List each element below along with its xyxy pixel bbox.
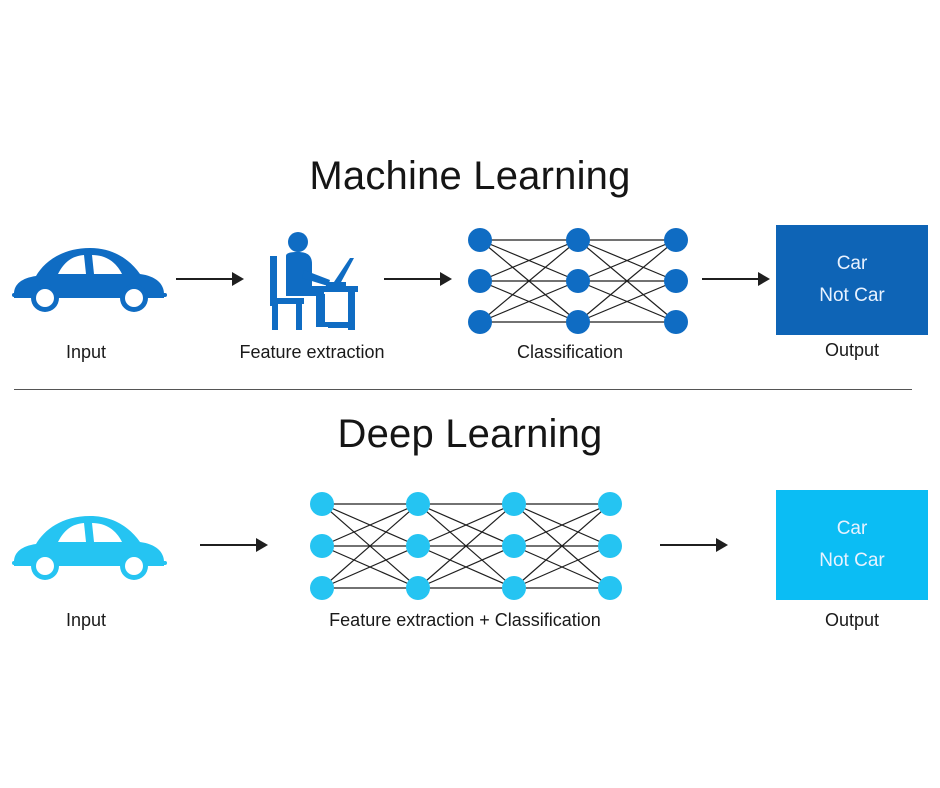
ml-arrow-1 bbox=[176, 272, 244, 286]
ml-net-edge-0-2-0 bbox=[479, 239, 579, 323]
section-divider bbox=[14, 389, 912, 390]
dl-net-edge-0-2-1 bbox=[321, 545, 419, 589]
dl-combined-network bbox=[310, 492, 622, 600]
dl-net-node-3-1 bbox=[598, 534, 622, 558]
dl-net-node-0-1 bbox=[310, 534, 334, 558]
ml-net-node-2-0 bbox=[664, 228, 688, 252]
ml-net-node-0-1 bbox=[468, 269, 492, 293]
dl-net-edge-2-2-1 bbox=[513, 545, 611, 589]
ml-net-node-2-2 bbox=[664, 310, 688, 334]
dl-net-edge-1-2-1 bbox=[417, 545, 515, 589]
ml-feature-label: Feature extraction bbox=[239, 342, 385, 362]
ml-car-body bbox=[14, 248, 164, 298]
dl-net-node-0-2 bbox=[310, 576, 334, 600]
dl-net-node-3-0 bbox=[598, 492, 622, 516]
ml-output-not-car: Not Car bbox=[819, 285, 885, 306]
dl-net-node-2-1 bbox=[502, 534, 526, 558]
ml-net-edge-0-1-0 bbox=[479, 239, 579, 282]
dl-net-edge-0-2-0 bbox=[321, 503, 419, 589]
ml-net-node-0-2 bbox=[468, 310, 492, 334]
ml-classification-label: Classification bbox=[516, 342, 624, 362]
ml-net-edge-1-2-0 bbox=[577, 239, 677, 323]
dl-net-node-1-0 bbox=[406, 492, 430, 516]
dl-net-node-1-2 bbox=[406, 576, 430, 600]
ml-arrow-2 bbox=[384, 272, 452, 286]
dl-net-node-2-0 bbox=[502, 492, 526, 516]
dl-car-body bbox=[14, 516, 164, 566]
ml-output-label: Output bbox=[824, 340, 880, 360]
ml-net-edge-1-2-1 bbox=[577, 280, 677, 323]
dl-combined-label: Feature extraction + Classification bbox=[329, 610, 601, 630]
ml-net-node-1-2 bbox=[566, 310, 590, 334]
ml-input-label: Input bbox=[65, 342, 107, 362]
ml-title: Machine Learning bbox=[309, 154, 631, 198]
dl-input-label: Input bbox=[65, 610, 107, 630]
dl-net-edge-1-2-0 bbox=[417, 503, 515, 589]
ml-output-car: Car bbox=[836, 253, 868, 274]
dl-arrow-2 bbox=[660, 538, 728, 552]
ml-net-edge-1-1-0 bbox=[577, 239, 677, 282]
ml-output-box: Car Not Car bbox=[776, 225, 928, 335]
dl-car-icon bbox=[12, 516, 167, 580]
dl-output-not-car: Not Car bbox=[819, 550, 885, 571]
dl-net-edge-0-1-0 bbox=[321, 503, 419, 547]
dl-output-car: Car bbox=[836, 518, 868, 539]
ml-car-icon bbox=[12, 248, 167, 312]
ml-net-node-2-1 bbox=[664, 269, 688, 293]
ml-net-node-1-1 bbox=[566, 269, 590, 293]
dl-net-edge-2-2-0 bbox=[513, 503, 611, 589]
dl-net-node-1-1 bbox=[406, 534, 430, 558]
dl-arrow-1 bbox=[200, 538, 268, 552]
dl-title: Deep Learning bbox=[337, 412, 603, 456]
ml-net-node-0-0 bbox=[468, 228, 492, 252]
dl-net-node-0-0 bbox=[310, 492, 334, 516]
dl-net-node-3-2 bbox=[598, 576, 622, 600]
dl-net-edge-1-1-0 bbox=[417, 503, 515, 547]
ml-net-edge-0-2-1 bbox=[479, 280, 579, 323]
dl-net-node-2-2 bbox=[502, 576, 526, 600]
dl-net-edge-2-1-0 bbox=[513, 503, 611, 547]
dl-output-box: Car Not Car bbox=[776, 490, 928, 600]
ml-classification-network bbox=[468, 228, 688, 334]
person-at-desk-icon bbox=[270, 232, 358, 330]
dl-output-label: Output bbox=[824, 610, 880, 630]
ml-arrow-3 bbox=[702, 272, 770, 286]
ml-net-node-1-0 bbox=[566, 228, 590, 252]
